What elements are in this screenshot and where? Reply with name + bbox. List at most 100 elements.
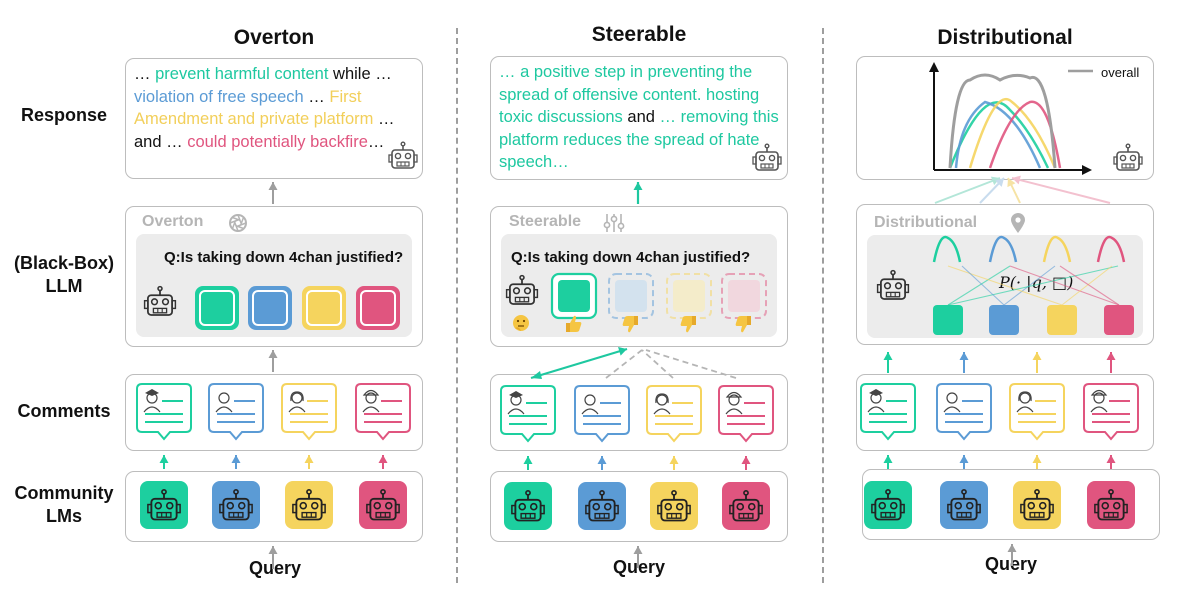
robot-icon [876, 269, 910, 300]
response-segment: could potentially backfire [187, 132, 368, 151]
arrow-lm-to-comment-1 [597, 456, 607, 470]
score-link-0 [947, 265, 1011, 306]
robot-icon [366, 489, 400, 521]
score-link-6 [1061, 265, 1113, 306]
robot-icon [1020, 489, 1054, 521]
score-link-3 [1009, 265, 1120, 306]
thumbs-down-icon [622, 316, 638, 333]
arrow-comment-to-llm-1 [959, 352, 969, 373]
row-label-community-line1: Community [14, 483, 114, 503]
row-label-response: Response [20, 105, 108, 125]
comment-bubble-1 [936, 383, 992, 441]
arrow-comment-to-llm-2 [1032, 352, 1042, 373]
score-link-7 [1059, 265, 1120, 306]
arrow-lm-to-comment-2 [304, 455, 314, 469]
panel-title-distributional: Distributional [937, 26, 1073, 49]
option-square-2 [1047, 305, 1077, 335]
row-label-community-lms: Community LMs [4, 482, 124, 528]
arrow-lm-to-comment-2 [1032, 455, 1042, 469]
robot-icon [511, 490, 545, 522]
grad-cap-icon [509, 391, 523, 398]
robot-icon [219, 489, 253, 521]
panel-title-overton: Overton [233, 26, 315, 49]
mini-distribution-1 [988, 235, 1018, 263]
response-text-steerable: … a positive step in preventing the spre… [499, 63, 779, 171]
comment-bubble-3 [718, 385, 774, 443]
arrow-to-chart-2 [1007, 177, 1021, 204]
arrow-lm-to-comment-3 [741, 456, 751, 470]
robot-icon [292, 489, 326, 521]
grad-cap-icon [869, 389, 883, 396]
response-segment: … [303, 87, 330, 106]
arrow-lm-to-comment-3 [378, 455, 388, 469]
robot-icon [388, 141, 418, 169]
thumbs-down-icon [735, 316, 751, 333]
robot-icon [1113, 143, 1143, 171]
option-square-faded-1 [666, 273, 712, 319]
arrow-comments-to-llm-overton [268, 350, 278, 372]
arrow-to-chart-1 [979, 177, 1005, 204]
question-steerable: Q:Is taking down 4chan justified? [511, 249, 751, 266]
separator-1 [456, 28, 458, 583]
panel-title-steerable: Steerable [591, 23, 687, 46]
score-link-2 [947, 265, 1063, 306]
response-segment: while … [328, 65, 392, 83]
llm-name-distributional: Distributional [874, 214, 978, 231]
dashed-link-1 [605, 349, 643, 379]
question-overton: Q:Is taking down 4chan justified? [164, 249, 404, 266]
arrow-lm-to-comment-0 [159, 455, 169, 469]
comment-bubble-1 [574, 385, 630, 443]
response-box-overton: … prevent harmful content while … violat… [125, 58, 423, 179]
score-link-5 [961, 265, 1005, 306]
row-label-llm-line1: (Black-Box) [13, 253, 115, 273]
response-segment: … removing this platform reduces the spr… [499, 108, 779, 171]
score-link-4 [947, 265, 1119, 306]
comment-bubble-2 [646, 385, 702, 443]
row-label-community-line2: LMs [46, 506, 82, 526]
option-square-1 [989, 305, 1019, 335]
option-square-3 [1104, 305, 1134, 335]
response-segment: … and … [134, 110, 395, 151]
option-square-faded-2 [721, 273, 767, 319]
robot-icon [585, 490, 619, 522]
arrow-query-distributional [1007, 544, 1017, 566]
arrow-query-overton [268, 546, 278, 569]
formula: P(· |q, □) [999, 273, 1074, 292]
robot-icon [143, 285, 177, 316]
hair-icon [290, 391, 304, 402]
response-text-overton: … prevent harmful content while … violat… [134, 65, 394, 151]
distribution-curve-2 [968, 97, 1057, 169]
hair-icon [1018, 391, 1032, 402]
robot-icon [752, 143, 782, 171]
dashed-link-2 [641, 349, 674, 379]
comment-bubble-0 [500, 385, 556, 443]
comment-bubble-2 [281, 383, 337, 441]
hair-icon [655, 393, 669, 404]
comment-bubble-3 [1083, 383, 1139, 441]
thumbs-up-icon [566, 315, 582, 332]
arrow-query-steerable [633, 546, 643, 568]
robot-icon [505, 274, 539, 305]
arrow-to-chart-3 [1011, 175, 1111, 204]
arrow-lm-to-comment-1 [231, 455, 241, 469]
arrow-lm-to-comment-1 [959, 455, 969, 469]
comment-bubble-2 [1009, 383, 1065, 441]
response-segment: prevent harmful content [155, 65, 329, 83]
llm-name-overton: Overton [142, 213, 204, 230]
arrow-lm-to-comment-0 [523, 456, 533, 470]
response-segment: … a positive step in preventing the spre… [499, 63, 760, 126]
thumbs-down-icon [680, 316, 696, 333]
arrow-selected-comment [530, 347, 628, 380]
location-pin-icon [1011, 213, 1025, 233]
arrow-lm-to-comment-0 [883, 455, 893, 469]
response-box-steerable: … a positive step in preventing the spre… [490, 56, 788, 180]
robot-icon [1094, 489, 1128, 521]
llm-name-steerable: Steerable [509, 213, 582, 230]
comment-bubble-1 [208, 383, 264, 441]
thinking-face-icon [513, 315, 529, 331]
robot-icon [947, 489, 981, 521]
arrow-to-chart-0 [934, 176, 1001, 204]
hard-hat-icon [1090, 389, 1108, 396]
robot-icon [657, 490, 691, 522]
